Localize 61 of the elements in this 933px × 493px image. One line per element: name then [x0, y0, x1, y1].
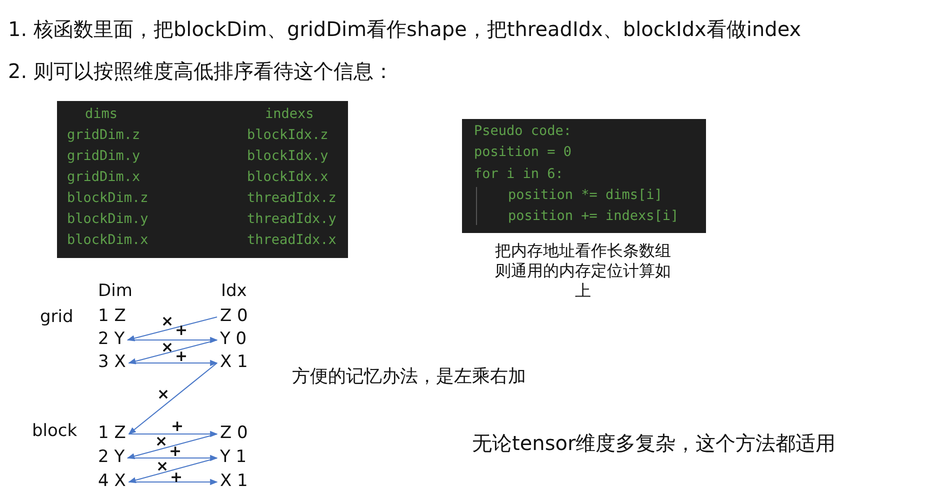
- edge-label: ×: [155, 435, 168, 447]
- code-text: blockIdx.x: [247, 169, 328, 185]
- code-text: for i in 6:: [474, 166, 564, 182]
- arrow: [126, 433, 218, 460]
- edge-label: +: [171, 420, 184, 432]
- code-text: threadIdx.x: [247, 232, 336, 248]
- arrow: [128, 430, 218, 438]
- edge-label: ×: [161, 315, 174, 327]
- code-panel: [57, 101, 348, 258]
- code-text: blockDim.x: [67, 232, 148, 248]
- note-text: 把内存地址看作长条数组则通用的内存定位计算如上: [494, 241, 672, 301]
- list-item: 1. 核函数里面，把blockDim、gridDim看作shape，把threadIdx、blockIdx看做index: [8, 16, 802, 43]
- term-label: Z 0: [218, 306, 250, 326]
- term-label: Y 1: [218, 447, 249, 467]
- code-text: position = 0: [474, 144, 572, 160]
- edge-label: +: [175, 350, 188, 362]
- arrow: [128, 336, 218, 344]
- edge-label: +: [170, 471, 183, 483]
- row-label: grid: [40, 307, 74, 327]
- arrow: [128, 362, 218, 434]
- column-heading: indexs: [265, 106, 314, 122]
- code-text: gridDim.x: [67, 169, 140, 185]
- arrow: [128, 478, 218, 486]
- edge-label: +: [169, 445, 182, 457]
- code-text: threadIdx.z: [247, 190, 336, 206]
- arrow: [128, 457, 218, 484]
- column-heading: Dim: [98, 281, 132, 301]
- code-text: threadIdx.y: [247, 211, 336, 227]
- column-heading: Idx: [221, 281, 247, 301]
- arrow: [128, 339, 218, 364]
- note-text: 无论tensor维度多复杂，这个方法都适用: [472, 430, 836, 457]
- term-label: 3 X: [96, 352, 128, 372]
- term-label: 2 Y: [96, 447, 127, 467]
- code-text: blockIdx.z: [247, 127, 328, 143]
- code-text: gridDim.y: [67, 148, 140, 164]
- term-label: Z 0: [218, 423, 250, 443]
- edge-label: ×: [161, 341, 174, 353]
- note-text: 方便的记忆办法，是左乘右加: [292, 365, 526, 388]
- code-text: position *= dims[i]: [508, 186, 662, 203]
- code-text: position += indexs[i]: [508, 208, 679, 224]
- term-label: 4 X: [96, 471, 128, 491]
- term-label: X 1: [218, 471, 250, 491]
- edge-label: +: [175, 324, 188, 336]
- list-item: 2. 则可以按照维度高低排序看待这个信息：: [8, 58, 394, 85]
- code-text: blockIdx.y: [247, 148, 328, 164]
- term-label: 1 Z: [96, 423, 128, 443]
- arrow: [126, 316, 218, 342]
- row-label: block: [32, 421, 78, 441]
- term-label: Y 0: [218, 329, 249, 349]
- edge-label: ×: [157, 388, 170, 400]
- code-text: blockDim.z: [67, 190, 148, 206]
- code-text: blockDim.y: [67, 211, 148, 227]
- term-label: 1 Z: [98, 306, 126, 326]
- term-label: X 1: [218, 352, 250, 372]
- term-label: 2 Y: [96, 329, 127, 349]
- column-heading: dims: [85, 106, 118, 122]
- code-text: gridDim.z: [67, 127, 140, 143]
- edge-label: ×: [156, 460, 169, 472]
- arrow: [128, 454, 218, 462]
- arrow: [128, 360, 218, 366]
- code-text: Pseudo code:: [474, 123, 572, 139]
